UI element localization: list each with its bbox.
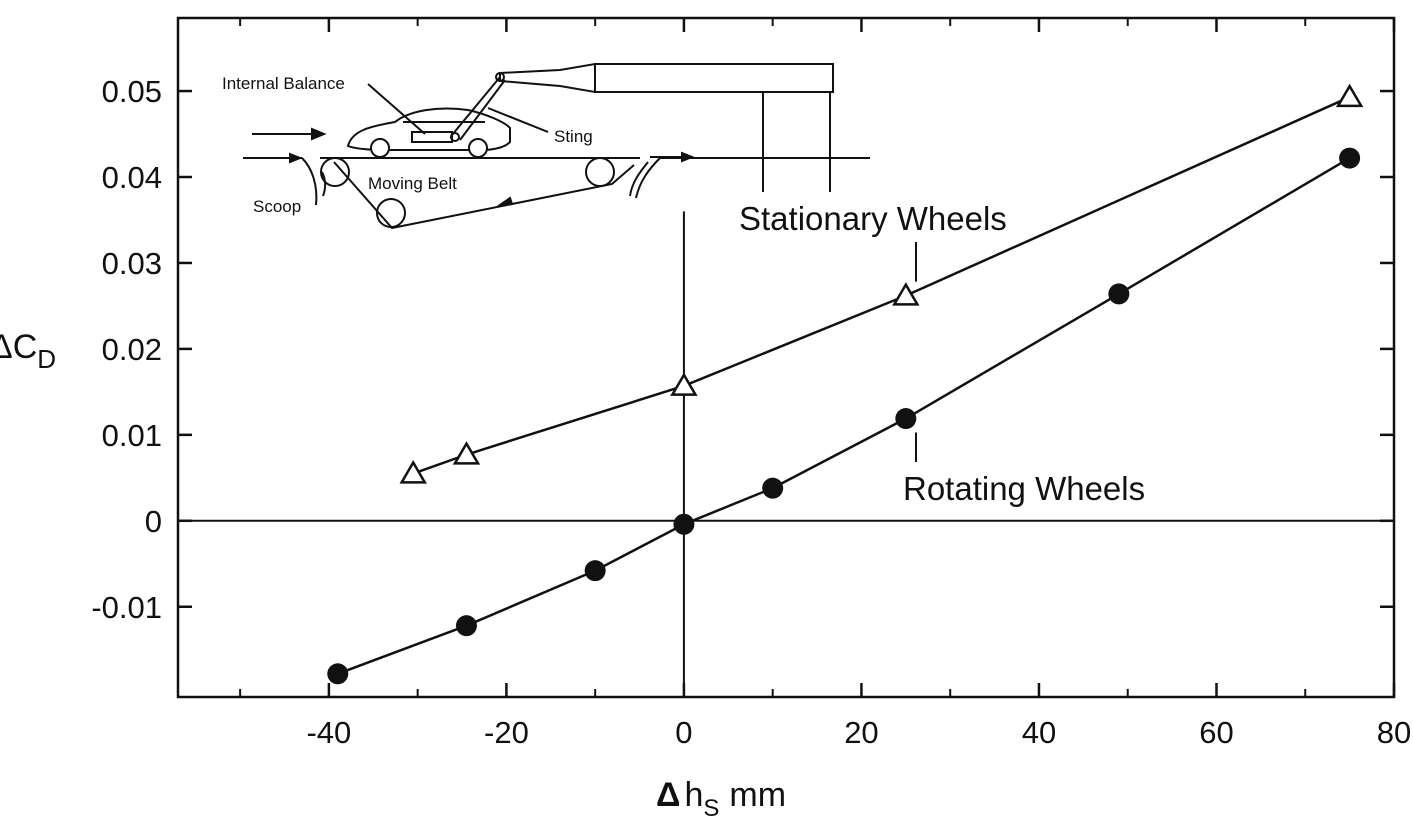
series-line-rotating-wheels [337, 157, 1351, 675]
car-body [346, 107, 511, 151]
scoop-curve-left [301, 157, 318, 206]
belt-loop [333, 161, 635, 230]
x-tick-label: 40 [1022, 715, 1056, 750]
sting-taper [499, 62, 596, 94]
belt-roller-left [320, 157, 350, 187]
scoop-curve-right [635, 157, 661, 199]
x-tick-label: 20 [844, 715, 878, 750]
scoop-curve-right-2 [629, 161, 649, 197]
sting-body [594, 63, 834, 93]
stationary-point [452, 441, 481, 465]
rotating-point [455, 615, 477, 637]
y-axis-label-sub: D [37, 344, 56, 374]
y-tick-label: 0.04 [102, 160, 162, 195]
rotating-point [1339, 147, 1361, 169]
belt-roller-right [585, 157, 615, 187]
x-tick-label: -40 [306, 715, 351, 750]
car-wheel-front [370, 138, 390, 158]
series-line-stationary-wheels [412, 95, 1351, 475]
rotating-point [673, 513, 695, 535]
belt-roller-bottom [376, 198, 406, 228]
y-axis-label-prefix: ΔC [0, 328, 37, 366]
sting-joint-top [495, 72, 505, 82]
leader-internal-balance [367, 83, 426, 135]
car-wheel-rear [468, 138, 488, 158]
inset-label-internal-balance: Internal Balance [222, 74, 345, 93]
y-tick-label: 0.03 [102, 246, 162, 281]
flow-arrow-top-head [311, 127, 327, 141]
y-axis-label: ΔCD [0, 328, 56, 374]
series-markers-stationary-wheels [399, 83, 1364, 484]
x-tick-label: 0 [675, 715, 692, 750]
belt-arrow-top-head [681, 151, 695, 163]
plot-frame [176, 16, 1396, 699]
rotating-point [327, 663, 349, 685]
series-markers-rotating-wheels [327, 147, 1361, 685]
rotating-point [895, 408, 917, 430]
x-axis-label-h: h [684, 776, 703, 814]
stationary-point [892, 282, 920, 306]
inset-diagram [243, 62, 870, 230]
sting-arm-2 [459, 79, 506, 141]
inset-label-moving-belt: Moving Belt [368, 174, 457, 193]
y-tick-labels: 0.05 0.04 0.03 0.02 0.01 0 -0.01 [91, 74, 162, 625]
rotating-point [584, 560, 606, 582]
x-tick-label: -20 [484, 715, 529, 750]
stationary-point [399, 460, 427, 484]
leader-sting [487, 107, 549, 133]
y-tick-label: 0.05 [102, 74, 162, 109]
y-tick-label: -0.01 [91, 590, 162, 625]
rotating-point [762, 477, 784, 499]
inset-label-sting: Sting [554, 127, 593, 146]
stationary-point [670, 372, 698, 396]
y-tick-label: 0.02 [102, 332, 162, 367]
x-axis-label-delta: Δ [656, 776, 680, 814]
axis-ticks [178, 18, 1396, 697]
y-tick-label: 0.01 [102, 418, 162, 453]
belt-arrow-bottom-head [496, 196, 514, 207]
rotating-point [1108, 283, 1130, 305]
stationary-point [1335, 83, 1364, 108]
x-tick-label: 80 [1377, 715, 1411, 750]
internal-balance-box [411, 131, 453, 143]
y-tick-label: 0 [145, 504, 162, 539]
x-axis-label-s: S [703, 795, 719, 820]
x-tick-label: 60 [1199, 715, 1233, 750]
annotation-stationary-wheels: Stationary Wheels [739, 200, 1007, 237]
annotation-rotating-wheels: Rotating Wheels [903, 470, 1145, 507]
flow-arrow-ground-head [289, 152, 303, 164]
inset-label-scoop: Scoop [253, 197, 301, 216]
scoop-arrow [321, 171, 327, 197]
x-tick-labels: -40 -20 0 20 40 60 80 [306, 715, 1411, 750]
sting-arm-1 [451, 76, 501, 136]
x-axis-label-unit: mm [729, 776, 786, 814]
